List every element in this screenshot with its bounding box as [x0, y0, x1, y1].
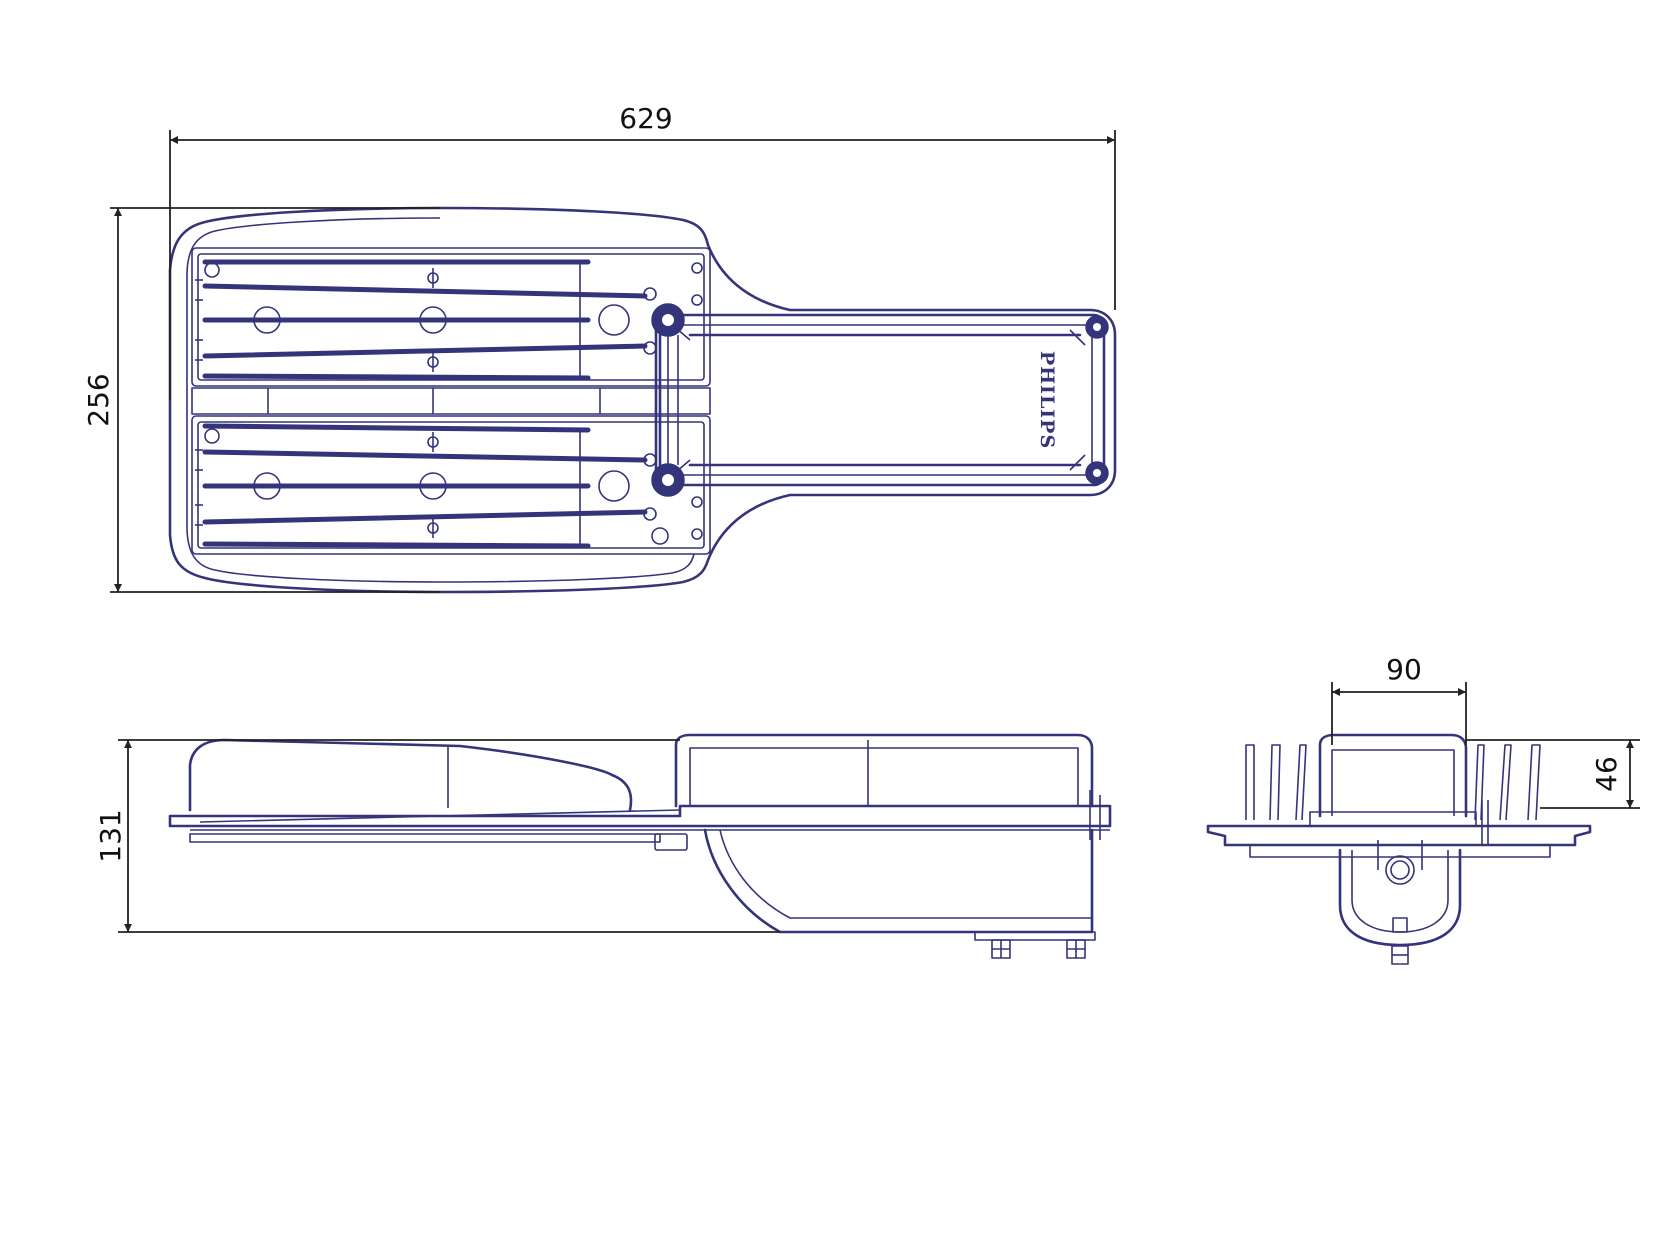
- dimension-width: 256: [82, 207, 440, 593]
- side-view-lower-body: [703, 828, 1094, 934]
- dimension-mount-width: 90: [1331, 653, 1467, 745]
- dimension-width-label: 256: [82, 373, 115, 426]
- top-view-housing-outline: [168, 206, 1117, 594]
- brand-logo: PHILIPS: [1036, 351, 1058, 449]
- end-view: [1206, 733, 1592, 965]
- top-view: PHILIPS: [168, 206, 1117, 594]
- gear-compartment-cover: [651, 303, 1109, 497]
- end-view-fins: [1245, 744, 1541, 821]
- top-view-inner-rim: [186, 217, 695, 583]
- dimension-mount-height: 46: [1466, 739, 1640, 809]
- end-view-mount-block: [1318, 733, 1468, 818]
- center-band: [191, 387, 711, 415]
- side-view-optic-strip: [189, 833, 661, 843]
- side-view-canopy: [188, 738, 633, 812]
- dimension-mount-width-label: 90: [1386, 653, 1422, 686]
- dimension-length-label: 629: [619, 102, 672, 135]
- upper-fin-module: [191, 247, 711, 387]
- end-view-flange: [1206, 824, 1592, 847]
- side-view-gear-housing: [674, 733, 1094, 808]
- lower-fin-module: [191, 415, 711, 555]
- dimension-height-label: 131: [94, 809, 127, 862]
- dimension-height: 131: [94, 739, 780, 933]
- dimension-length: 629: [169, 102, 1116, 400]
- left-edge-ticks: [195, 279, 203, 526]
- end-view-clamp: [1338, 848, 1462, 947]
- dimension-mount-height-label: 46: [1590, 756, 1623, 792]
- end-view-pole-hole: [1385, 855, 1415, 885]
- side-view-base-plate: [168, 804, 1112, 828]
- side-view: [168, 733, 1112, 959]
